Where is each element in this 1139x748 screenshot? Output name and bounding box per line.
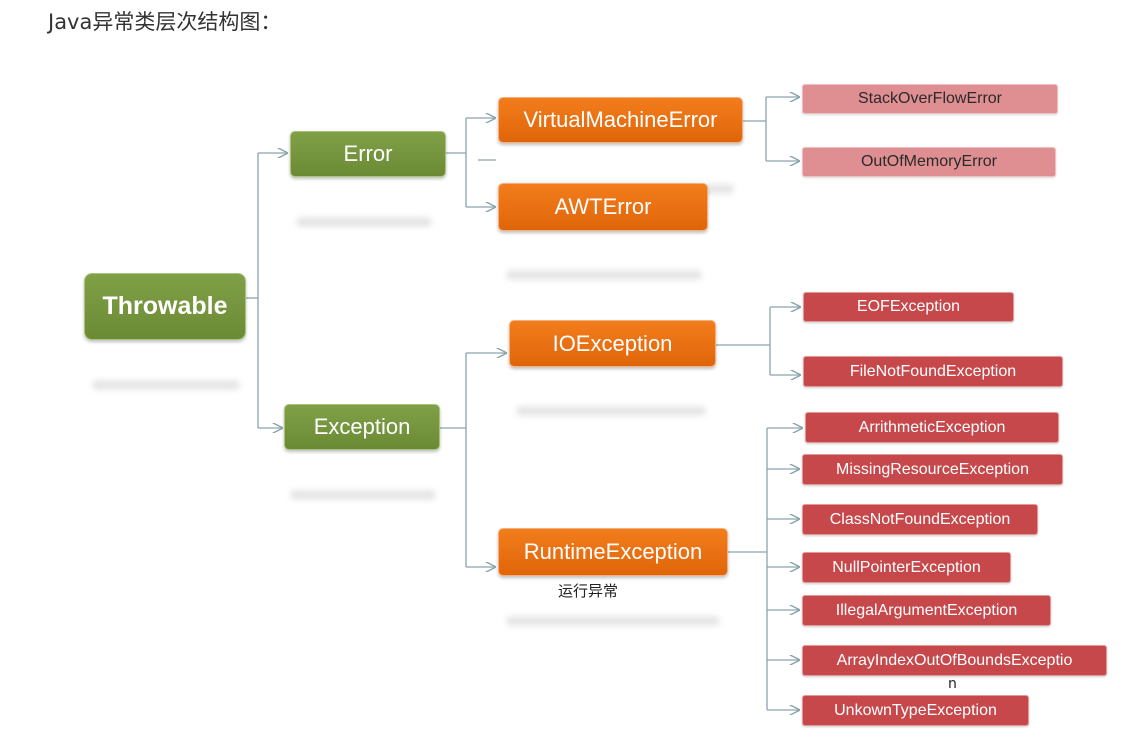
reflection-throwable [92,380,240,390]
node-error: Error [290,131,446,177]
node-stack-overflow-error: StackOverFlowError [802,84,1058,114]
node-array-index-out-of-bounds-exception-label: ArrayIndexOutOfBoundsExceptio [836,651,1073,669]
node-null-pointer-exception-label: NullPointerException [832,558,981,576]
node-file-not-found-exception: FileNotFoundException [803,356,1063,387]
node-illegal-argument-exception: IllegalArgumentException [802,595,1051,626]
node-exception: Exception [284,404,440,450]
node-class-not-found-exception: ClassNotFoundException [802,504,1038,535]
node-eof-exception: EOFException [803,292,1014,322]
page-title: Java异常类层次结构图： [48,10,282,34]
node-arrithmetic-exception: ArrithmeticException [805,412,1059,443]
node-unkown-type-exception: UnkownTypeException [802,695,1029,726]
node-throwable-label: Throwable [102,292,228,320]
node-class-not-found-exception-label: ClassNotFoundException [829,510,1011,528]
node-virtual-machine-error-label: VirtualMachineError [523,107,718,132]
node-missing-resource-exception-label: MissingResourceException [836,460,1029,478]
node-illegal-argument-exception-label: IllegalArgumentException [835,601,1018,619]
node-awt-error: AWTError [498,183,708,231]
node-missing-resource-exception: MissingResourceException [802,454,1063,485]
node-io-exception-label: IOException [552,330,673,356]
node-throwable: Throwable [84,273,246,340]
node-runtime-exception-label: RuntimeException [523,539,703,564]
reflection-runtime-exception [506,616,720,626]
node-array-index-out-of-bounds-exception: ArrayIndexOutOfBoundsExceptio [802,645,1107,676]
node-out-of-memory-error: OutOfMemoryError [802,147,1056,177]
node-awt-error-label: AWTError [554,194,652,219]
array-index-wrap-fragment: n [948,676,957,692]
node-eof-exception-label: EOFException [856,298,961,315]
runtime-exception-note: 运行异常 [558,582,619,600]
node-null-pointer-exception: NullPointerException [802,552,1011,583]
reflection-io-exception [516,406,706,416]
node-out-of-memory-error-label: OutOfMemoryError [860,153,997,170]
node-file-not-found-exception-label: FileNotFoundException [849,362,1017,380]
node-io-exception: IOException [509,320,716,367]
node-stack-overflow-error-label: StackOverFlowError [857,90,1003,107]
node-unkown-type-exception-label: UnkownTypeException [834,701,997,719]
reflection-awt-error [506,270,702,280]
node-error-label: Error [343,141,393,166]
reflection-error [296,217,432,227]
node-virtual-machine-error: VirtualMachineError [498,97,743,143]
reflection-exception [290,490,436,500]
node-arrithmetic-exception-label: ArrithmeticException [858,418,1006,436]
node-runtime-exception: RuntimeException [498,528,728,576]
node-exception-label: Exception [313,414,411,439]
